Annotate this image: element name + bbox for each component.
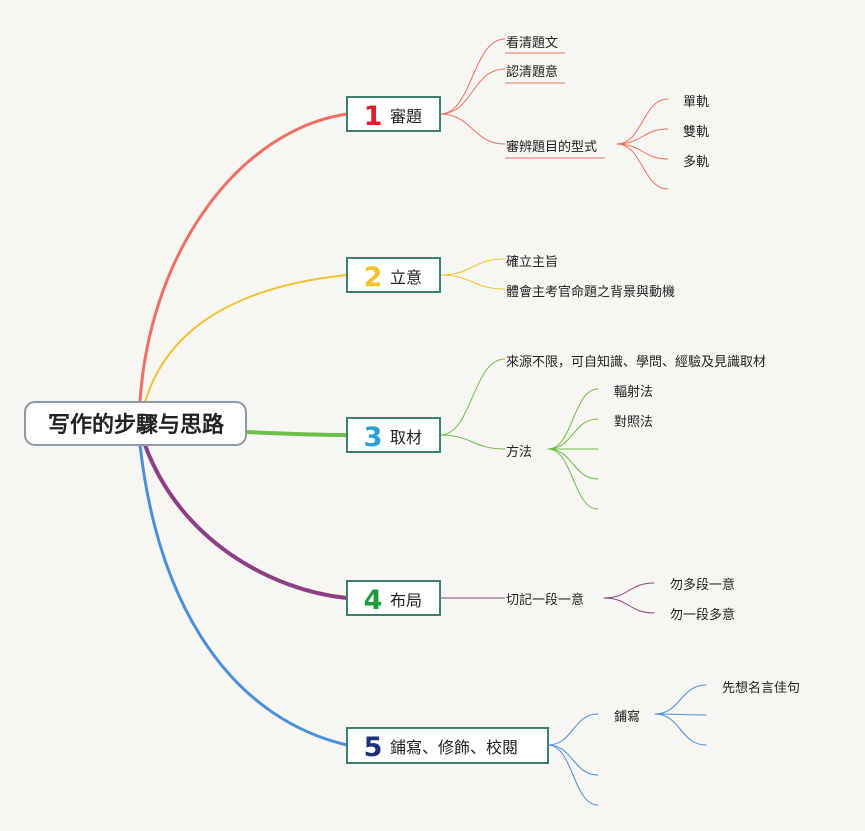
edge-2-2 xyxy=(439,274,506,290)
edge-4-1-1 xyxy=(603,582,655,599)
edge-3-2-2 xyxy=(547,418,599,450)
leaf-4-1-1[interactable]: 勿多段一意 xyxy=(670,577,735,593)
edge-5-3 xyxy=(547,744,599,806)
leaf-5-1-1[interactable]: 先想名言佳句 xyxy=(722,680,800,696)
edge-root-5 xyxy=(138,443,349,747)
branch-node-5[interactable]: 5 鋪寫、修飾、校閱 xyxy=(346,727,549,764)
branch-number-5: 5 xyxy=(364,732,383,763)
edge-1-1 xyxy=(439,38,506,115)
branch-number-3: 3 xyxy=(364,422,383,453)
leaf-2-1[interactable]: 確立主旨 xyxy=(506,254,558,270)
edge-1-3-4 xyxy=(616,143,669,190)
leaf-1-3-1[interactable]: 單軌 xyxy=(683,94,709,110)
edge-1-2 xyxy=(439,68,506,115)
leaf-1-3-2[interactable]: 雙軌 xyxy=(683,124,709,140)
edge-2-1 xyxy=(439,258,506,276)
leaf-5-1[interactable]: 鋪寫 xyxy=(614,709,640,725)
branch-node-1[interactable]: 1 審題 xyxy=(346,96,441,132)
leaf-3-2-2[interactable]: 對照法 xyxy=(614,415,653,430)
edge-5-1-2 xyxy=(654,713,707,716)
edge-root-2 xyxy=(144,274,348,403)
edges xyxy=(138,38,707,806)
edge-5-2 xyxy=(547,744,599,776)
leaf-1-3-3[interactable]: 多軌 xyxy=(683,154,709,170)
branch-label-3: 取材 xyxy=(390,428,422,447)
leaf-3-2-1[interactable]: 輻射法 xyxy=(614,384,653,400)
branch-label-5: 鋪寫、修飾、校閱 xyxy=(390,738,518,757)
edge-3-2-5 xyxy=(547,448,599,510)
edge-3-2-1 xyxy=(547,388,599,450)
edge-root-4 xyxy=(143,443,349,600)
edge-1-3-3 xyxy=(616,143,669,160)
edge-3-2 xyxy=(439,434,506,450)
branch-label-4: 布局 xyxy=(390,591,422,610)
edge-1-3-1 xyxy=(616,98,669,145)
branch-number-1: 1 xyxy=(364,101,383,132)
root-node[interactable]: 写作的步驟与思路 xyxy=(24,401,247,446)
branch-label-2: 立意 xyxy=(390,268,422,287)
branch-node-2[interactable]: 2 立意 xyxy=(346,257,441,293)
leaf-2-2[interactable]: 體會主考官命題之背景與動機 xyxy=(506,284,675,300)
leaf-1-3[interactable]: 審辨題目的型式 xyxy=(506,139,597,155)
root-title: 写作的步驟与思路 xyxy=(48,412,225,438)
leaf-1-2[interactable]: 認清題意 xyxy=(506,64,558,80)
leaf-4-1-2[interactable]: 勿一段多意 xyxy=(670,607,735,623)
branch-number-4: 4 xyxy=(364,585,383,616)
branch-node-3[interactable]: 3 取材 xyxy=(346,417,441,453)
leaf-3-1[interactable]: 來源不限，可自知識、學問、經驗及見識取材 xyxy=(506,354,766,370)
edge-root-1 xyxy=(138,112,349,404)
edge-5-1 xyxy=(547,713,599,746)
edge-5-1-3 xyxy=(654,713,707,746)
edge-5-1-1 xyxy=(654,684,707,715)
edge-3-2-4 xyxy=(547,448,599,480)
leaf-3-2[interactable]: 方法 xyxy=(506,444,532,460)
branch-node-4[interactable]: 4 布局 xyxy=(346,580,441,616)
branch-number-2: 2 xyxy=(364,262,383,293)
edge-1-3-2 xyxy=(616,128,669,145)
edge-1-3 xyxy=(439,113,506,145)
leaf-4-1[interactable]: 切記一段一意 xyxy=(506,592,584,608)
edge-3-1 xyxy=(439,358,506,436)
leaf-1-1[interactable]: 看清題文 xyxy=(506,35,558,51)
edge-4-1-2 xyxy=(603,597,655,614)
edge-root-3 xyxy=(244,430,349,437)
branch-label-1: 審題 xyxy=(390,107,422,126)
